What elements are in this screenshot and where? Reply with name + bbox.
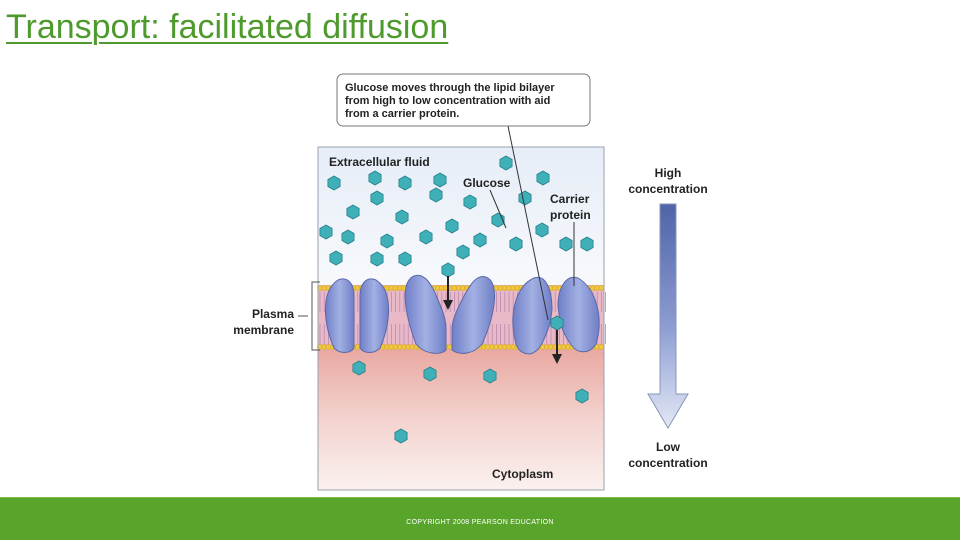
glucose-molecule xyxy=(319,224,333,240)
glucose-molecule xyxy=(346,204,360,220)
glucose-molecule xyxy=(429,187,443,203)
callout-line-1: Glucose moves through the lipid bilayer xyxy=(345,82,555,94)
glucose-molecule xyxy=(463,194,477,210)
glucose-molecule xyxy=(509,236,523,252)
glucose-molecules xyxy=(319,155,594,444)
glucose-label: Glucose xyxy=(463,176,511,190)
glucose-molecule xyxy=(575,388,589,404)
membrane-bracket xyxy=(298,281,320,351)
glucose-molecule xyxy=(535,222,549,238)
glucose-molecule xyxy=(368,170,382,186)
glucose-molecule xyxy=(445,218,459,234)
callout-line-3: from a carrier protein. xyxy=(345,108,459,120)
carrier-label-line-1: Carrier xyxy=(550,192,590,206)
glucose-molecule xyxy=(580,236,594,252)
glucose-molecule xyxy=(341,229,355,245)
concentration-gradient-arrow xyxy=(647,203,689,429)
lipid-head xyxy=(598,344,605,350)
carrier-label-line-2: protein xyxy=(550,208,591,222)
glucose-molecule xyxy=(499,155,513,171)
callout-line-2: from high to low concentration with aid xyxy=(345,95,550,107)
carrier-protein-open-bottom xyxy=(512,276,600,355)
glucose-molecule xyxy=(419,229,433,245)
glucose-molecule xyxy=(329,250,343,266)
transport-arrow-1 xyxy=(443,276,453,310)
glucose-molecule xyxy=(398,251,412,267)
copyright-text: COPYRIGHT 2008 PEARSON EDUCATION xyxy=(406,519,554,526)
high-label-1: High xyxy=(655,166,682,180)
cytoplasm-label: Cytoplasm xyxy=(492,467,553,481)
glucose-molecule xyxy=(559,236,573,252)
carrier-protein-open-top xyxy=(404,274,495,354)
glucose-leader xyxy=(489,189,507,229)
glucose-molecule xyxy=(441,262,455,278)
glucose-molecule xyxy=(518,190,532,206)
plasma-membrane-label-2: membrane xyxy=(233,323,294,337)
glucose-molecule xyxy=(423,366,437,382)
low-label-1: Low xyxy=(656,440,681,454)
glucose-molecule xyxy=(536,170,550,186)
callout-box xyxy=(336,73,591,127)
footer-bar xyxy=(0,498,960,540)
glucose-molecule xyxy=(380,233,394,249)
glucose-molecule xyxy=(456,244,470,260)
glucose-molecule xyxy=(370,190,384,206)
glucose-molecule xyxy=(352,360,366,376)
extracellular-fluid-label: Extracellular fluid xyxy=(329,155,430,169)
extracellular-region xyxy=(318,147,604,285)
plasma-membrane-label-1: Plasma xyxy=(252,307,294,321)
glucose-molecule xyxy=(398,175,412,191)
glucose-molecule xyxy=(327,175,341,191)
glucose-molecule xyxy=(433,172,447,188)
slide-title: Transport: facilitated diffusion xyxy=(6,8,449,46)
carrier-protein-closed xyxy=(324,278,390,353)
lipid-head xyxy=(598,285,605,291)
transport-arrow-2 xyxy=(552,330,562,364)
glucose-molecule xyxy=(395,209,409,225)
cytoplasm-region xyxy=(318,350,604,490)
glucose-molecule xyxy=(370,251,384,267)
diagram-panel-border xyxy=(317,146,605,491)
callout-leader xyxy=(507,125,549,321)
low-label-2: concentration xyxy=(628,456,707,470)
glucose-molecule xyxy=(473,232,487,248)
high-label-2: concentration xyxy=(628,182,707,196)
glucose-molecule xyxy=(483,368,497,384)
glucose-molecule xyxy=(550,315,564,331)
glucose-molecule xyxy=(394,428,408,444)
